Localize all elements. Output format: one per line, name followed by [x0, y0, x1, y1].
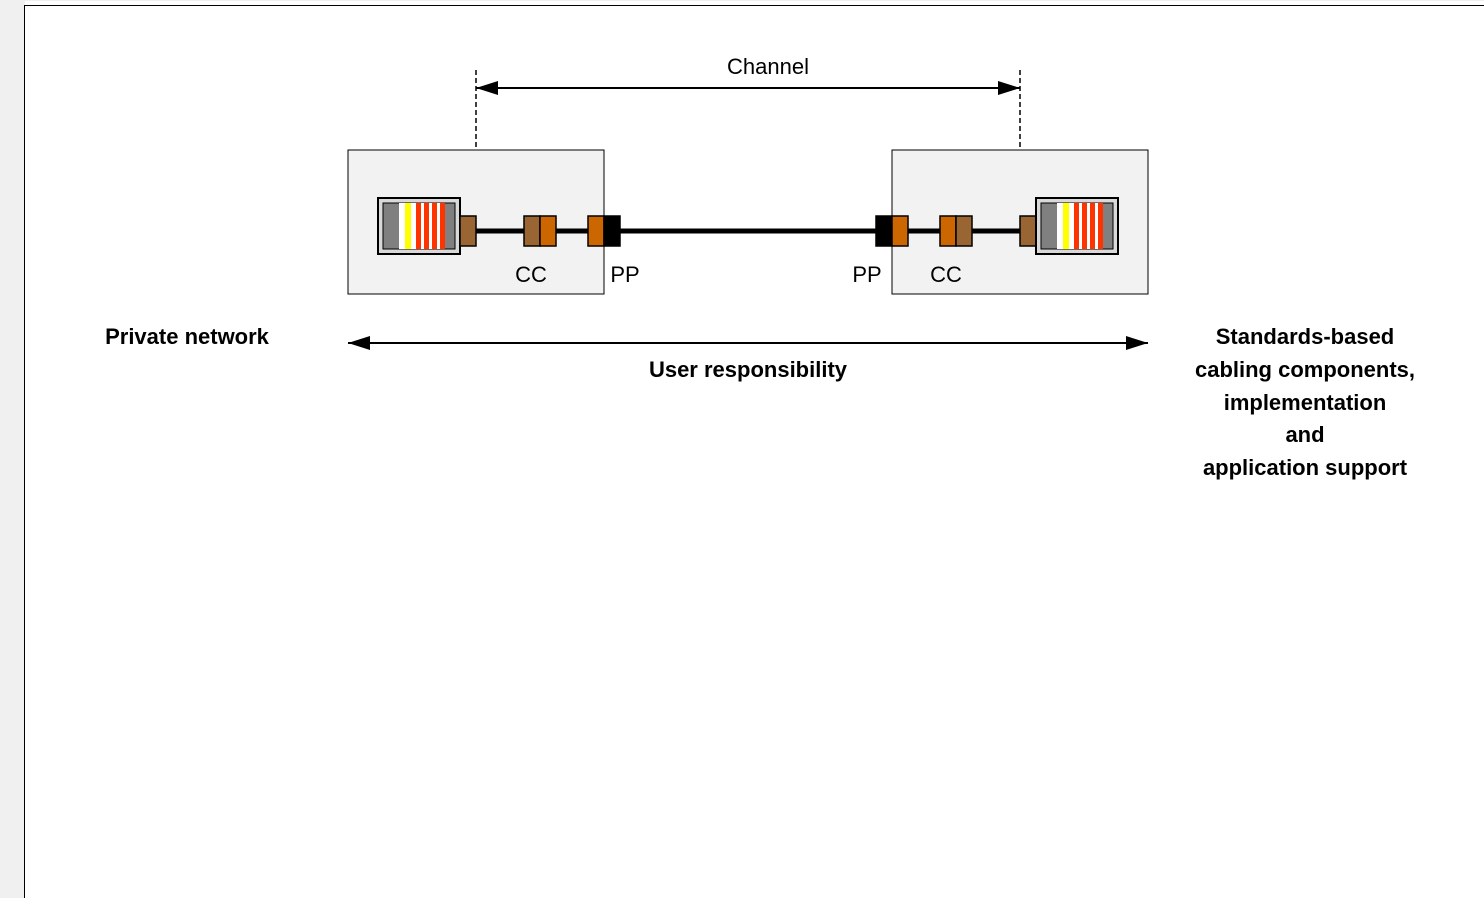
left-pp-connector-icon	[587, 215, 621, 247]
pp-left-label: PP	[610, 262, 639, 287]
left-cc-connector-icon	[523, 215, 557, 247]
standards-line-1: Standards-based	[1216, 324, 1395, 349]
standards-line-3: implementation	[1224, 390, 1387, 415]
standards-line-2: cabling components,	[1195, 357, 1415, 382]
left-jack-icon	[377, 197, 461, 255]
channel-label: Channel	[727, 54, 809, 79]
pp-right-label: PP	[852, 262, 881, 287]
left-plug-icon	[459, 215, 477, 247]
right-pp-connector-icon	[875, 215, 909, 247]
right-jack-icon	[1035, 197, 1119, 255]
right-cc-connector-icon	[939, 215, 973, 247]
diagram-border	[24, 5, 1484, 898]
standards-line-4: and	[1285, 422, 1324, 447]
cc-right-label: CC	[930, 262, 962, 287]
standards-line-5: application support	[1203, 455, 1408, 480]
cc-left-label: CC	[515, 262, 547, 287]
right-plug-icon	[1019, 215, 1037, 247]
private-network-label: Private network	[105, 324, 270, 349]
user-responsibility-label: User responsibility	[649, 357, 848, 382]
